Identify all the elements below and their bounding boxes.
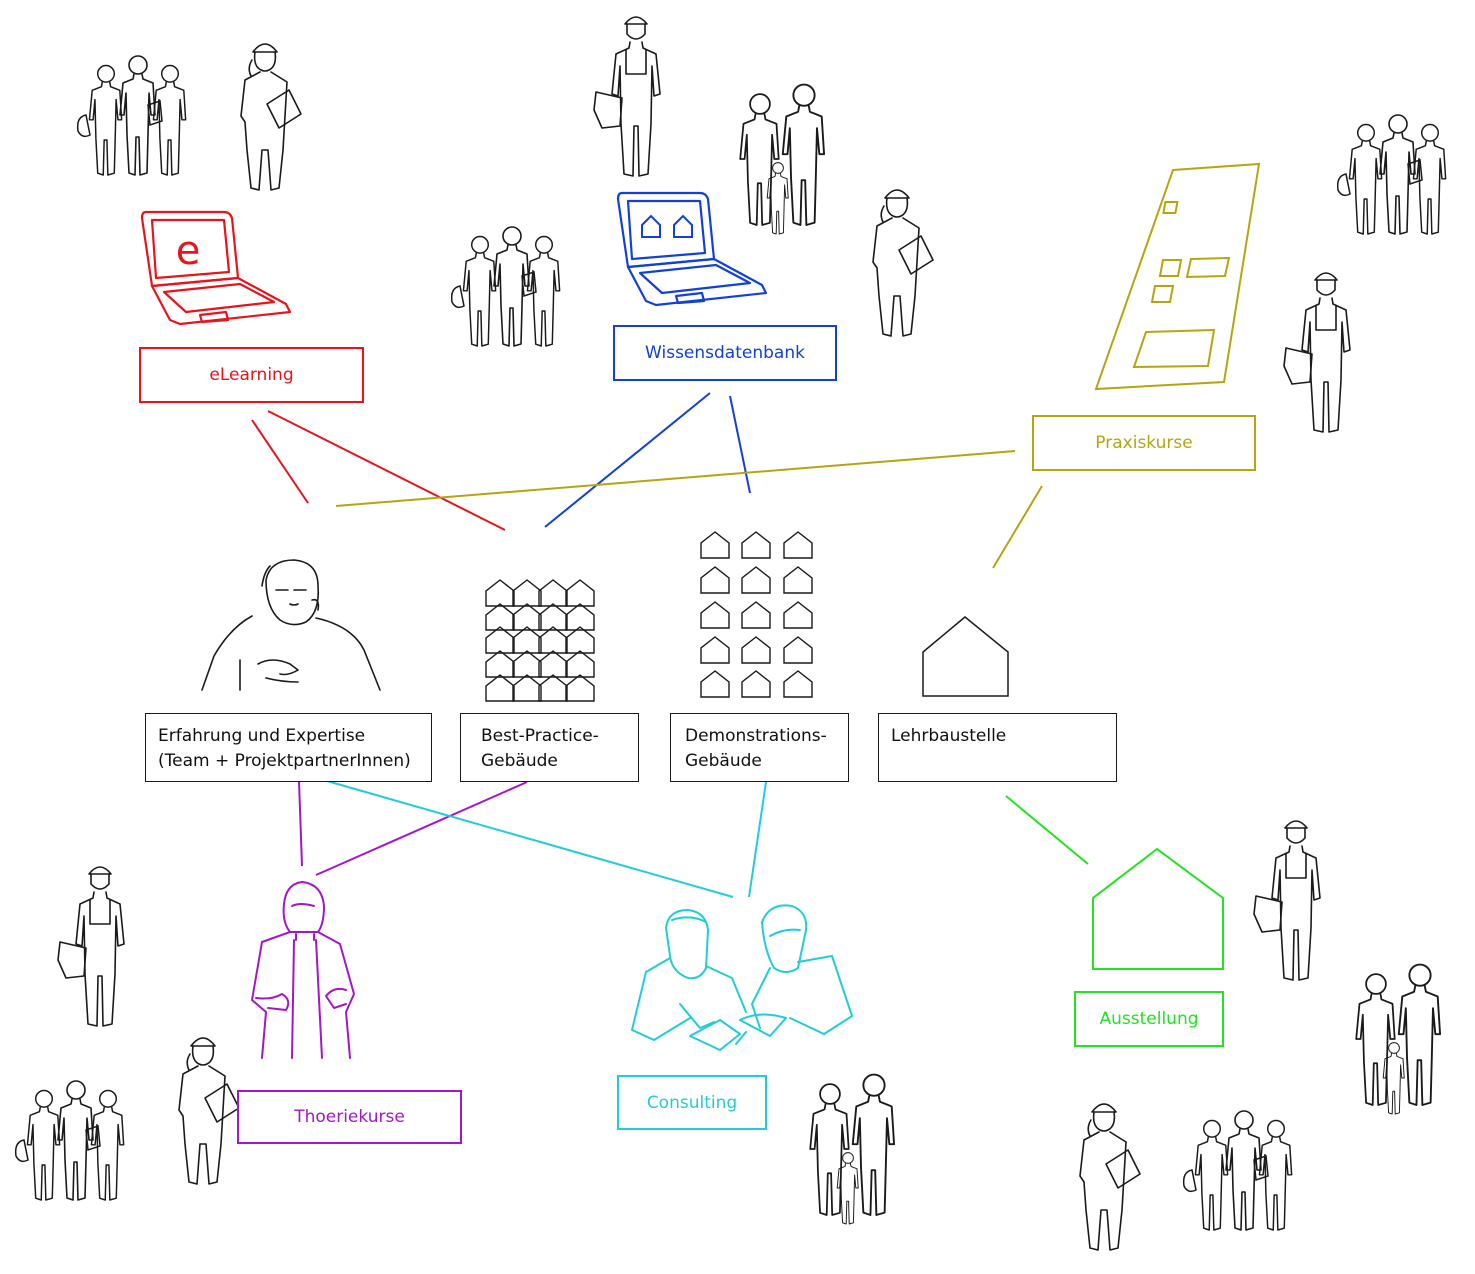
best-practice-line1: Best-Practice- <box>481 726 599 746</box>
demonstration-houses-icon <box>700 531 813 698</box>
worker-with-helmet-icon <box>57 866 125 1027</box>
elearning-box: eLearning <box>139 347 364 403</box>
family-icon <box>740 85 824 234</box>
demonstration-line2: Gebäude <box>685 751 762 771</box>
line-elearning-bestpractice <box>267 410 506 531</box>
group-of-three-icon <box>1338 115 1446 234</box>
consulting-label: Consulting <box>646 1092 738 1113</box>
worker-with-helmet-icon <box>1283 272 1351 433</box>
lehrbaustelle-box: Lehrbaustelle <box>878 713 1117 782</box>
ausstellung-box: Ausstellung <box>1074 991 1224 1047</box>
connector-lines <box>251 392 1089 898</box>
woman-with-folder-icon <box>872 189 934 337</box>
family-icon <box>1356 965 1440 1114</box>
worker-with-helmet-icon <box>1253 820 1321 981</box>
line-bestpractice-thoerie <box>315 781 528 876</box>
woman-with-folder-icon <box>240 43 302 191</box>
praxiskurse-box: Praxiskurse <box>1032 415 1256 471</box>
thoeriekurse-label: Thoeriekurse <box>294 1107 405 1127</box>
group-of-three-icon <box>452 227 560 346</box>
ausstellung-label: Ausstellung <box>1099 1009 1199 1029</box>
elearning-label: eLearning <box>209 365 294 385</box>
lehrbaustelle-house-icon <box>922 616 1009 697</box>
elearning-laptop-icon: e <box>140 210 292 326</box>
best-practice-box: Best-Practice- Gebäude <box>460 713 639 782</box>
group-of-three-icon <box>1184 1111 1292 1230</box>
family-icon <box>810 1075 894 1224</box>
wissensdatenbank-laptop-icon <box>616 191 768 307</box>
consulting-box: Consulting <box>617 1075 767 1130</box>
group-of-three-icon <box>16 1081 124 1200</box>
demonstration-box: Demonstrations- Gebäude <box>670 713 849 782</box>
presenter-woman-icon <box>251 881 355 1059</box>
praxiskurse-floorplan-icon <box>1094 162 1261 391</box>
woman-with-folder-icon <box>178 1037 240 1185</box>
line-praxis-expertise <box>335 450 1016 507</box>
demonstration-line1: Demonstrations- <box>685 726 827 746</box>
thoeriekurse-box: Thoeriekurse <box>237 1090 462 1144</box>
erfahrung-box: Erfahrung und Expertise (Team + Projektp… <box>145 713 432 782</box>
line-expertise-thoerie <box>298 780 303 867</box>
lehrbaustelle-line1: Lehrbaustelle <box>891 726 1007 746</box>
line-expertise-consulting <box>319 778 734 898</box>
consulting-couple-icon <box>631 904 853 1051</box>
line-wissen-demonstration <box>729 395 751 494</box>
elearning-screen-letter: e <box>176 228 201 274</box>
wissensdatenbank-box: Wissensdatenbank <box>613 325 837 381</box>
best-practice-line2: Gebäude <box>481 751 558 771</box>
worker-with-helmet-icon <box>593 16 661 177</box>
erfahrung-line2: (Team + ProjektpartnerInnen) <box>158 751 411 771</box>
ausstellung-house-icon <box>1092 847 1224 970</box>
line-praxis-lehrbaustelle <box>992 485 1043 569</box>
praxiskurse-label: Praxiskurse <box>1095 433 1193 453</box>
line-demonstration-consulting <box>748 781 767 898</box>
woman-with-folder-icon <box>1079 1103 1141 1251</box>
best-practice-houses-icon <box>485 579 595 702</box>
group-of-three-icon <box>78 56 186 175</box>
wissensdatenbank-label: Wissensdatenbank <box>645 343 805 363</box>
erfahrung-line1: Erfahrung und Expertise <box>158 726 366 746</box>
line-elearning-expertise <box>251 419 309 504</box>
line-wissen-bestpractice <box>544 392 711 528</box>
expert-person-icon <box>201 559 381 691</box>
line-lehrbaustelle-ausstellung <box>1005 795 1089 865</box>
